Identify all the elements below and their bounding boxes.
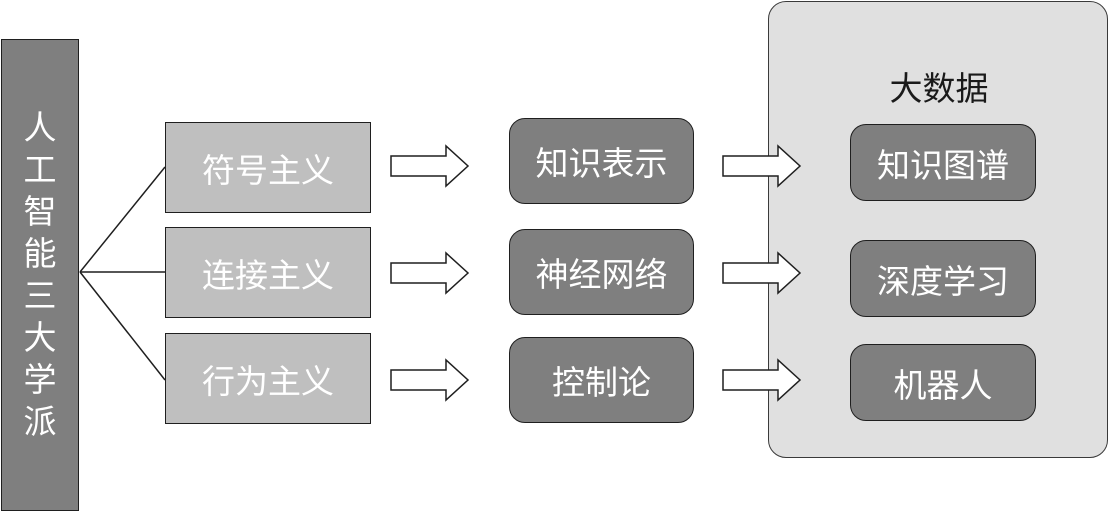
arrow-right-icon — [390, 358, 470, 402]
connector-line-symbolism — [79, 166, 166, 273]
school-box-connectionism: 连接主义 — [165, 227, 371, 318]
app-box-deep-learning: 深度学习 — [850, 240, 1036, 317]
arrow-right-icon — [722, 251, 802, 295]
school-box-symbolism: 符号主义 — [165, 122, 371, 213]
root-char: 工 — [23, 150, 57, 189]
arrow-right-icon — [722, 358, 802, 402]
method-box-knowledge-representation: 知识表示 — [509, 118, 694, 204]
method-box-cybernetics: 控制论 — [509, 337, 694, 423]
arrow-right-icon — [722, 144, 802, 188]
arrow-right-icon — [390, 144, 470, 188]
root-char: 三 — [23, 276, 57, 315]
root-char: 人 — [23, 108, 57, 147]
root-char: 大 — [23, 318, 57, 357]
school-box-behaviorism: 行为主义 — [165, 333, 371, 424]
arrow-right-icon — [390, 251, 470, 295]
app-box-knowledge-graph: 知识图谱 — [850, 124, 1036, 201]
app-box-robot: 机器人 — [850, 344, 1036, 421]
root-char: 派 — [23, 402, 57, 441]
root-char: 智 — [23, 192, 57, 231]
bigdata-title: 大数据 — [889, 69, 989, 108]
connector-line-behaviorism — [79, 271, 166, 381]
method-box-neural-network: 神经网络 — [509, 229, 694, 315]
root-char: 能 — [23, 234, 57, 273]
root-char: 学 — [23, 360, 57, 399]
